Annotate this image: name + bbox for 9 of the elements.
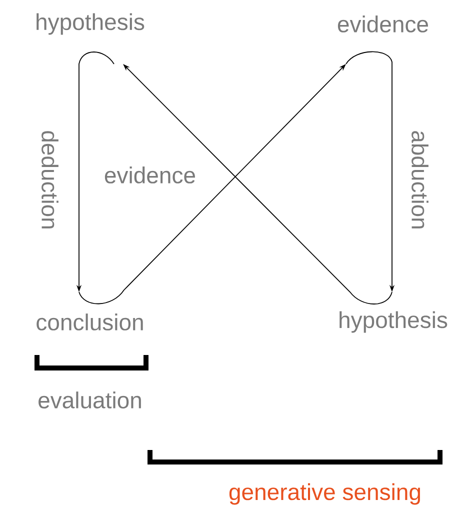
term-label: hypothesis: [36, 13, 144, 35]
term-label: hypothesis: [340, 311, 448, 333]
edge-label: deduction: [42, 131, 58, 228]
edge-label: abduction: [412, 131, 428, 228]
term-label: evidence: [338, 16, 428, 32]
term-label: conclusion: [36, 314, 143, 330]
diagram-label: evidence: [104, 166, 195, 184]
bracket-label: generative sensing: [229, 483, 420, 505]
bracket-label: evaluation: [38, 392, 141, 408]
